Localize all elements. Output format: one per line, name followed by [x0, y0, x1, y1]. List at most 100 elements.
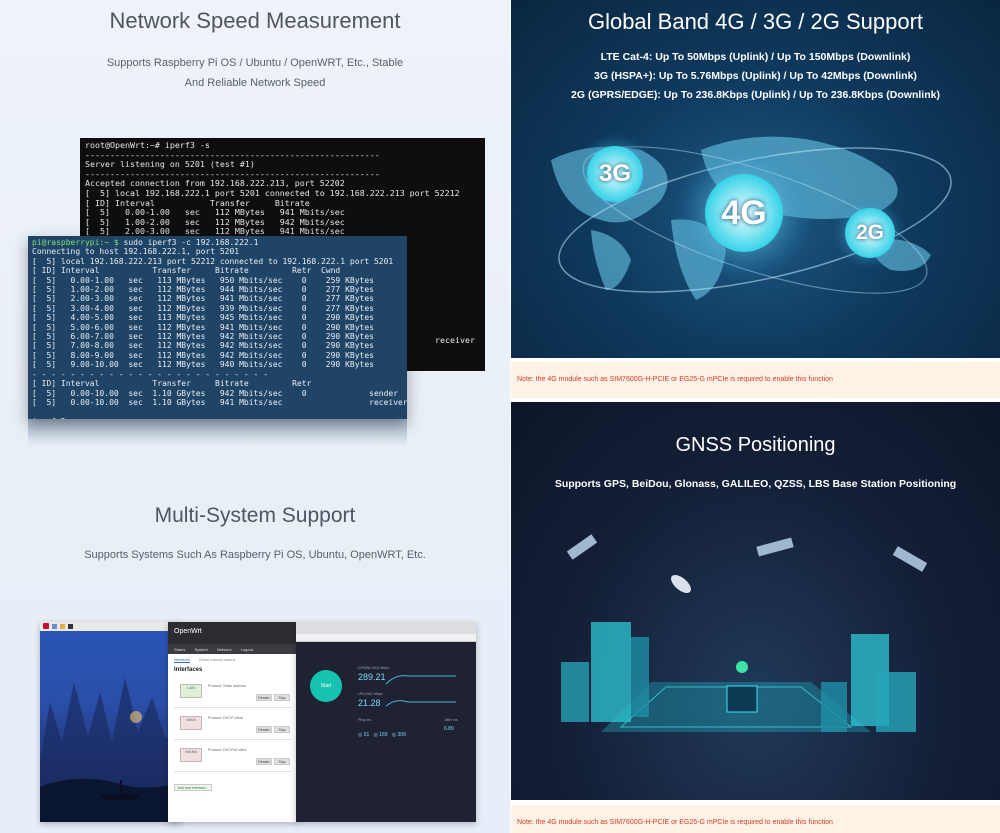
raspberry-pi-desktop-screenshot: [40, 622, 182, 822]
openwrt-subtab-global[interactable]: Global network options: [198, 658, 236, 662]
upload-value: 21.28: [358, 698, 381, 708]
client-terminal-line: Connecting to host 192.168.222.1, port 5…: [32, 247, 240, 257]
spec-lte: LTE Cat-4: Up To 50Mbps (Uplink) / Up To…: [600, 51, 911, 63]
server-receiver-label: receiver: [435, 335, 475, 345]
spec-2g: 2G (GPRS/EDGE): Up To 236.8Kbps (Uplink)…: [571, 89, 940, 101]
client-terminal-line: [32, 407, 403, 416]
restart-button[interactable]: Restart: [256, 694, 272, 701]
client-terminal-line: [ 5] 0.00-10.00 sec 1.10 GBytes 941 Mbit…: [32, 397, 407, 407]
gnss-desc: Supports GPS, BeiDou, Glonass, GALILEO, …: [554, 478, 957, 490]
network-speed-title: Network Speed Measurement: [109, 8, 401, 33]
module-note-top-text: Note: the 4G module such as SIM7600G-H-P…: [517, 376, 833, 383]
cellular-panel: Global Band 4G / 3G / 2G Support LTE Cat…: [511, 0, 1000, 358]
client-terminal-line: - - - - - - - - - - - - - - - - - - - - …: [32, 369, 269, 379]
interface-badge-wan: WAN: [180, 716, 202, 730]
client-prompt: pi@raspberrypi:~ $: [32, 238, 119, 247]
client-command: sudo iperf3 -c 192.168.222.1: [118, 238, 259, 247]
add-interface-button[interactable]: Add new interface...: [174, 784, 212, 791]
server-terminal-line: [ 5] local 192.168.222.1 port 5201 conne…: [85, 187, 460, 198]
openwrt-nav-system[interactable]: System: [194, 647, 208, 652]
openwrt-interface-row: LAN Protocol: Static address Restart Sto…: [174, 680, 292, 708]
speed-graph: [385, 675, 456, 707]
server-terminal-line: Accepted connection from 192.168.222.213…: [85, 178, 345, 189]
openwrt-screenshot: OpenWrt Status System Network Logout Int…: [168, 622, 298, 822]
openwrt-brand: OpenWrt: [174, 628, 202, 635]
interface-badge-wan6: WAN6: [180, 748, 202, 762]
jitter-label: Jitter ms: [444, 718, 458, 722]
ping-label: Ping ms: [358, 718, 371, 722]
multi-system-title: Multi-System Support: [154, 504, 356, 527]
openwrt-nav: Status System Network Logout: [168, 644, 298, 654]
server-terminal-line: Server listening on 5201 (test #1): [85, 159, 255, 170]
module-note-bottom: Note: the 4G module such as SIM7600G-H-P…: [511, 805, 1000, 833]
server-terminal-line: [ 5] 1.00-2.00 sec 112 MBytes 942 Mbits/…: [85, 216, 345, 227]
karst-mountains-wallpaper: [40, 677, 182, 822]
upload-label: UPLOAD Mbps: [358, 692, 383, 696]
client-terminal-line: [ 5] 5.00-6.00 sec 112 MBytes 941 Mbits/…: [32, 322, 374, 332]
jitter-value: 6.89: [444, 726, 454, 732]
terminal-icon[interactable]: [68, 624, 73, 629]
client-terminal-line: [ 5] 1.00-2.00 sec 112 MBytes 944 Mbits/…: [32, 285, 374, 295]
restart-button[interactable]: Restart: [256, 758, 272, 765]
openwrt-nav-network[interactable]: Network: [216, 647, 232, 652]
openwrt-heading: Interfaces: [174, 667, 203, 673]
openwrt-nav-logout[interactable]: Logout: [240, 647, 253, 652]
gnss-city-graphic: [561, 534, 928, 732]
terminal-reflection: [28, 419, 407, 447]
desktop-taskbar: [40, 622, 182, 631]
server-terminal-line: [ ID] Interval Transfer Bitrate: [85, 197, 310, 208]
server-terminal-line: ----------------------------------------…: [85, 168, 380, 179]
speedtest-start-button[interactable]: Start: [310, 670, 342, 702]
raspberry-menu-icon[interactable]: [43, 623, 49, 629]
left-panel: Network Speed Measurement Supports Raspb…: [0, 0, 510, 833]
openwrt-interface-row: WAN6 Protocol: DHCPv6 client Restart Sto…: [174, 744, 292, 772]
interface-info: Protocol: Static address: [208, 684, 246, 688]
client-terminal-line: [ 5] 2.00-3.00 sec 112 MBytes 941 Mbits/…: [32, 294, 374, 304]
module-note-bottom-text: Note: the 4G module such as SIM7600G-H-P…: [517, 819, 833, 826]
network-speed-desc-line1: Supports Raspberry Pi OS / Ubuntu / Open…: [106, 57, 404, 69]
client-terminal-line: [ 5] local 192.168.222.213 port 52212 co…: [32, 256, 394, 266]
stop-button[interactable]: Stop: [274, 726, 290, 733]
browser-icon[interactable]: [52, 624, 57, 629]
network-speed-desc-line2: And Reliable Network Speed: [184, 77, 326, 89]
openwrt-subtab-interfaces[interactable]: Interfaces: [174, 658, 190, 663]
client-terminal-line: [ 5] 0.00-10.00 sec 1.10 GBytes 942 Mbit…: [32, 388, 399, 398]
client-terminal-line: [ 5] 0.00-1.00 sec 113 MBytes 950 Mbits/…: [32, 275, 374, 285]
client-terminal-line: [ 5] 4.00-5.00 sec 113 MBytes 945 Mbits/…: [32, 313, 374, 323]
server-terminal-line: ----------------------------------------…: [85, 149, 380, 160]
multi-system-desc: Supports Systems Such As Raspberry Pi OS…: [84, 549, 426, 561]
client-terminal: pi@raspberrypi:~ $ sudo iperf3 -c 192.16…: [28, 236, 407, 419]
server-terminal-line: [ 5] 2.00-3.00 sec 112 MBytes 941 Mbits/…: [85, 226, 345, 237]
interface-info: Protocol: DHCPv6 client: [208, 748, 247, 752]
client-terminal-line: [ 5] 6.00-7.00 sec 112 MBytes 942 Mbits/…: [32, 332, 374, 342]
interface-badge-lan: LAN: [180, 684, 202, 698]
download-value: 289.21: [358, 672, 386, 682]
download-label: DOWNLOAD Mbps: [358, 666, 389, 670]
client-terminal-line: [ 5] 7.00-8.00 sec 112 MBytes 942 Mbits/…: [32, 341, 374, 351]
server-terminal-line: root@OpenWrt:~# iperf3 -s: [85, 140, 210, 150]
openwrt-nav-status[interactable]: Status: [174, 647, 186, 652]
stop-button[interactable]: Stop: [274, 758, 290, 765]
speedtest-screenshot: Start DOWNLOAD Mbps 289.21 UPLOAD Mbps 2…: [296, 622, 476, 822]
client-terminal-line: [ ID] Interval Transfer Bitrate Retr: [32, 379, 312, 389]
stop-button[interactable]: Stop: [274, 694, 290, 701]
openwrt-subtabs: Interfaces Global network options: [168, 654, 298, 663]
browser-addressbar: [296, 634, 476, 642]
badge-2g: 2G: [845, 208, 895, 258]
client-terminal-output: Connecting to host 192.168.222.1, port 5…: [32, 247, 407, 419]
module-note-top: Note: the 4G module such as SIM7600G-H-P…: [511, 362, 1000, 398]
cellular-title: Global Band 4G / 3G / 2G Support: [587, 9, 924, 34]
client-terminal-line: iperf Done.: [32, 417, 403, 419]
gnss-panel: GNSS Positioning Supports GPS, BeiDou, G…: [511, 402, 1000, 800]
badge-3g: 3G: [587, 146, 643, 202]
client-terminal-line: [ 5] 9.00-10.00 sec 112 MBytes 940 Mbits…: [32, 360, 374, 370]
client-terminal-line: [ ID] Interval Transfer Bitrate Retr Cwn…: [32, 266, 341, 276]
restart-button[interactable]: Restart: [256, 726, 272, 733]
browser-tabbar: [296, 622, 476, 634]
client-terminal-line: [ 5] 3.00-4.00 sec 112 MBytes 939 Mbits/…: [32, 303, 374, 313]
stat-value: ◎ 51 ◎ 169 ◎ 309: [358, 732, 406, 738]
openwrt-header: OpenWrt: [168, 622, 298, 644]
folder-icon[interactable]: [60, 624, 65, 629]
client-terminal-line: [ 5] 8.00-9.00 sec 112 MBytes 942 Mbits/…: [32, 350, 374, 360]
